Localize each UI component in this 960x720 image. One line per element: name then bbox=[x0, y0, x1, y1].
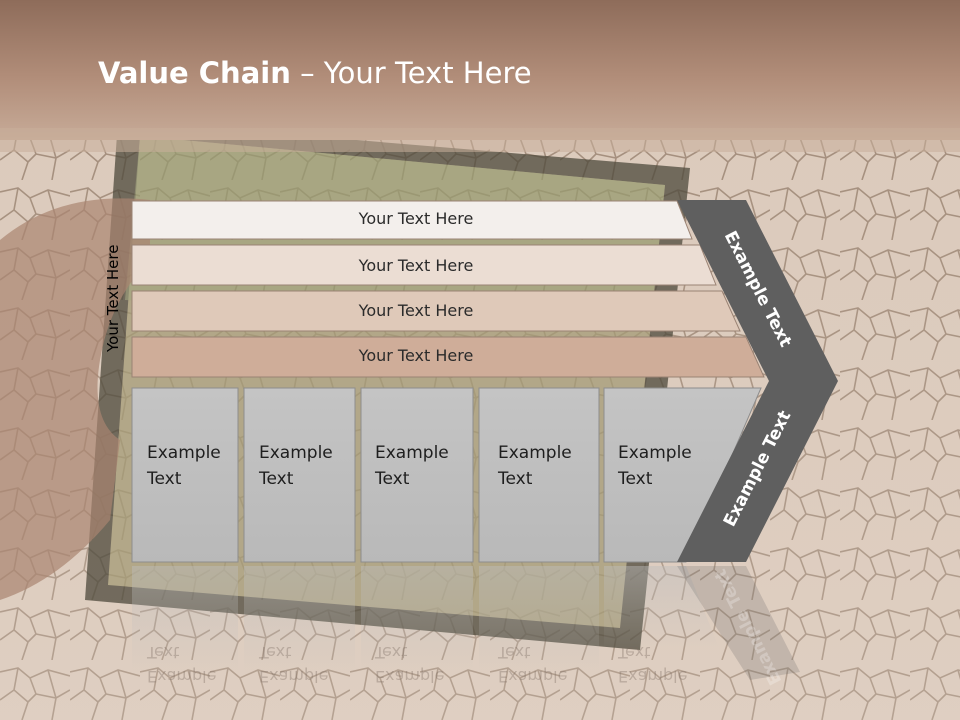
bar-3[interactable] bbox=[131, 290, 741, 332]
bar-4-label: Your Text Here bbox=[358, 346, 474, 365]
slide-title: Value Chain – Your Text Here bbox=[98, 56, 532, 90]
hand-illustration bbox=[0, 198, 150, 600]
box-1[interactable] bbox=[131, 387, 239, 563]
bar-3-label: Your Text Here bbox=[358, 301, 474, 320]
box-4[interactable] bbox=[478, 387, 600, 563]
bar-1-label: Your Text Here bbox=[358, 209, 474, 228]
bar-1[interactable] bbox=[131, 200, 693, 240]
bar-4[interactable] bbox=[131, 336, 765, 378]
chevron-arrow[interactable] bbox=[677, 200, 838, 562]
bar-2[interactable] bbox=[131, 244, 717, 286]
box-2[interactable] bbox=[243, 387, 356, 563]
bar-2-label: Your Text Here bbox=[358, 256, 474, 275]
box-3[interactable] bbox=[360, 387, 474, 563]
title-rest: – Your Text Here bbox=[290, 56, 532, 90]
title-bold: Value Chain bbox=[98, 56, 291, 90]
